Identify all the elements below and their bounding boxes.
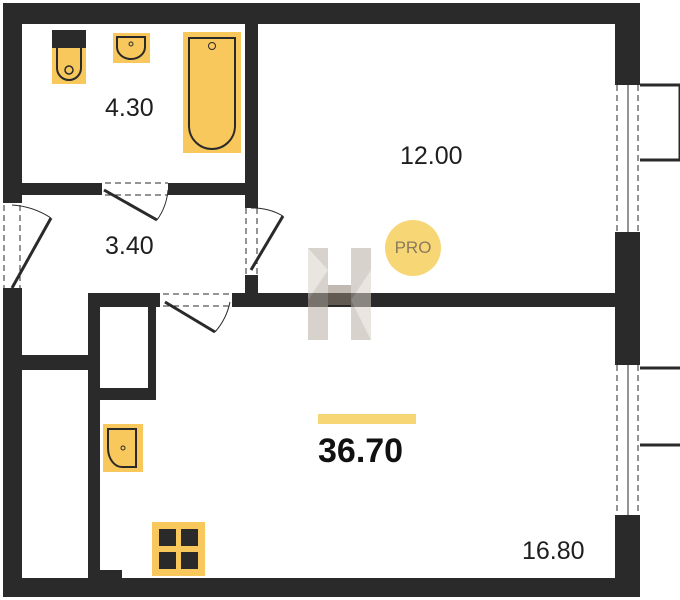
room-area-bedroom: 12.00 [400, 142, 463, 170]
total-area: 36.70 [318, 432, 404, 470]
watermark-logo [308, 248, 371, 340]
windows [616, 83, 680, 515]
pro-badge: PRO [385, 220, 441, 276]
total-area-accent-bar [318, 414, 416, 424]
room-area-kitchen-living: 16.80 [522, 537, 585, 565]
bathtub-icon [183, 32, 241, 153]
room-area-hallway: 3.40 [105, 232, 154, 260]
fixtures [52, 30, 241, 576]
room-area-bathroom: 4.30 [105, 94, 154, 122]
doors [3, 182, 285, 334]
